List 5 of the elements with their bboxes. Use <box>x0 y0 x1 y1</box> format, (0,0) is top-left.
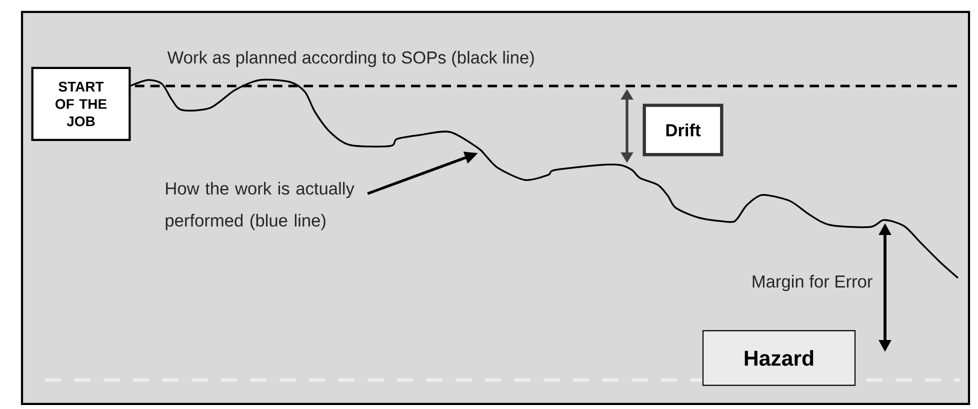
planned-line-label: Work as planned according to SOPs (black line) <box>167 50 534 68</box>
margin-label: Margin for Error <box>752 274 872 292</box>
drift-box: Drift <box>642 104 724 156</box>
start-box: START OF THE JOB <box>31 66 131 142</box>
hazard-box: Hazard <box>702 330 856 386</box>
